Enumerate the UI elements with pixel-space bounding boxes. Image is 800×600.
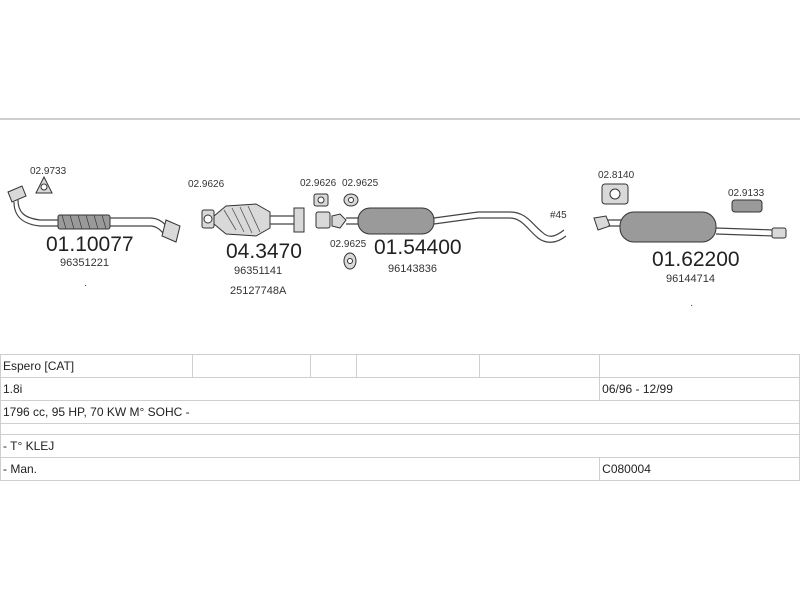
- clamp-02-9626-b[interactable]: [313, 193, 329, 207]
- catalyst-oem-number-2: 25127748A: [230, 285, 287, 297]
- gasket-02-9625-c[interactable]: [343, 252, 357, 270]
- table-row: [0, 423, 800, 435]
- front-pipe-part-number: 01.10077: [46, 233, 134, 256]
- exhaust-system-diagram: 02.9733 01.10077 96351221 · 02.9626 04.3…: [7, 166, 787, 311]
- clamp-02-9626[interactable]: [201, 209, 215, 229]
- front-pipe-01-10077[interactable]: [7, 185, 181, 243]
- gasket-02-9733-label: 02.9733: [30, 166, 67, 177]
- table-row: 1.8i 06/96 - 12/99: [0, 377, 800, 401]
- pipe-marker-45: #45: [550, 210, 567, 221]
- gasket-02-9625-c-label: 02.9625: [330, 239, 367, 250]
- engine-details-cell: 1796 cc, 95 HP, 70 KW M° SOHC -: [0, 400, 800, 424]
- empty-row-cell: [0, 423, 800, 435]
- catalyst-04-3470[interactable]: [213, 203, 305, 237]
- fitting-note-cell: - T° KLEJ: [0, 434, 800, 458]
- mid-silencer-01-54400[interactable]: [346, 207, 567, 243]
- kit-code-cell: C080004: [599, 457, 800, 481]
- engine-cell: 1.8i: [0, 377, 601, 401]
- rear-silencer-01-62200[interactable]: [593, 211, 787, 243]
- dot-mark-2: ·: [690, 300, 693, 311]
- table-row: - Man. C080004: [0, 457, 800, 481]
- gasket-02-9625-b-label: 02.9625: [342, 178, 379, 189]
- rear-silencer-oem-number: 96144714: [666, 273, 715, 285]
- table-row: - T° KLEJ: [0, 434, 800, 458]
- dot-mark: ·: [84, 280, 87, 291]
- catalyst-part-number: 04.3470: [226, 240, 302, 263]
- gasket-02-9625-b[interactable]: [343, 193, 359, 207]
- vehicle-info-table: Espero [CAT] 1.8i 06/96 - 12/99 1796 cc,…: [0, 354, 800, 481]
- rubber-mount-02-9133[interactable]: [731, 199, 763, 213]
- gasket-02-9733[interactable]: [35, 175, 53, 194]
- front-pipe-oem-number: 96351221: [60, 257, 109, 269]
- rear-silencer-part-number: 01.62200: [652, 248, 740, 271]
- transmission-cell: - Man.: [0, 457, 601, 481]
- clamp-02-9626-label: 02.9626: [188, 179, 225, 190]
- table-row: 1796 cc, 95 HP, 70 KW M° SOHC -: [0, 400, 800, 424]
- rubber-mount-02-9133-label: 02.9133: [728, 188, 765, 199]
- flange-parts[interactable]: [315, 211, 347, 229]
- catalyst-oem-number-1: 96351141: [234, 265, 282, 277]
- mid-silencer-oem-number: 96143836: [388, 263, 437, 275]
- table-row: Espero [CAT]: [0, 354, 800, 378]
- top-divider: [0, 118, 800, 120]
- mid-silencer-part-number: 01.54400: [374, 236, 462, 259]
- hanger-02-8140[interactable]: [601, 183, 629, 205]
- model-cell: Espero [CAT]: [0, 354, 193, 378]
- clamp-02-9626-b-label: 02.9626: [300, 178, 337, 189]
- hanger-02-8140-label: 02.8140: [598, 170, 635, 181]
- production-period-cell: 06/96 - 12/99: [599, 377, 800, 401]
